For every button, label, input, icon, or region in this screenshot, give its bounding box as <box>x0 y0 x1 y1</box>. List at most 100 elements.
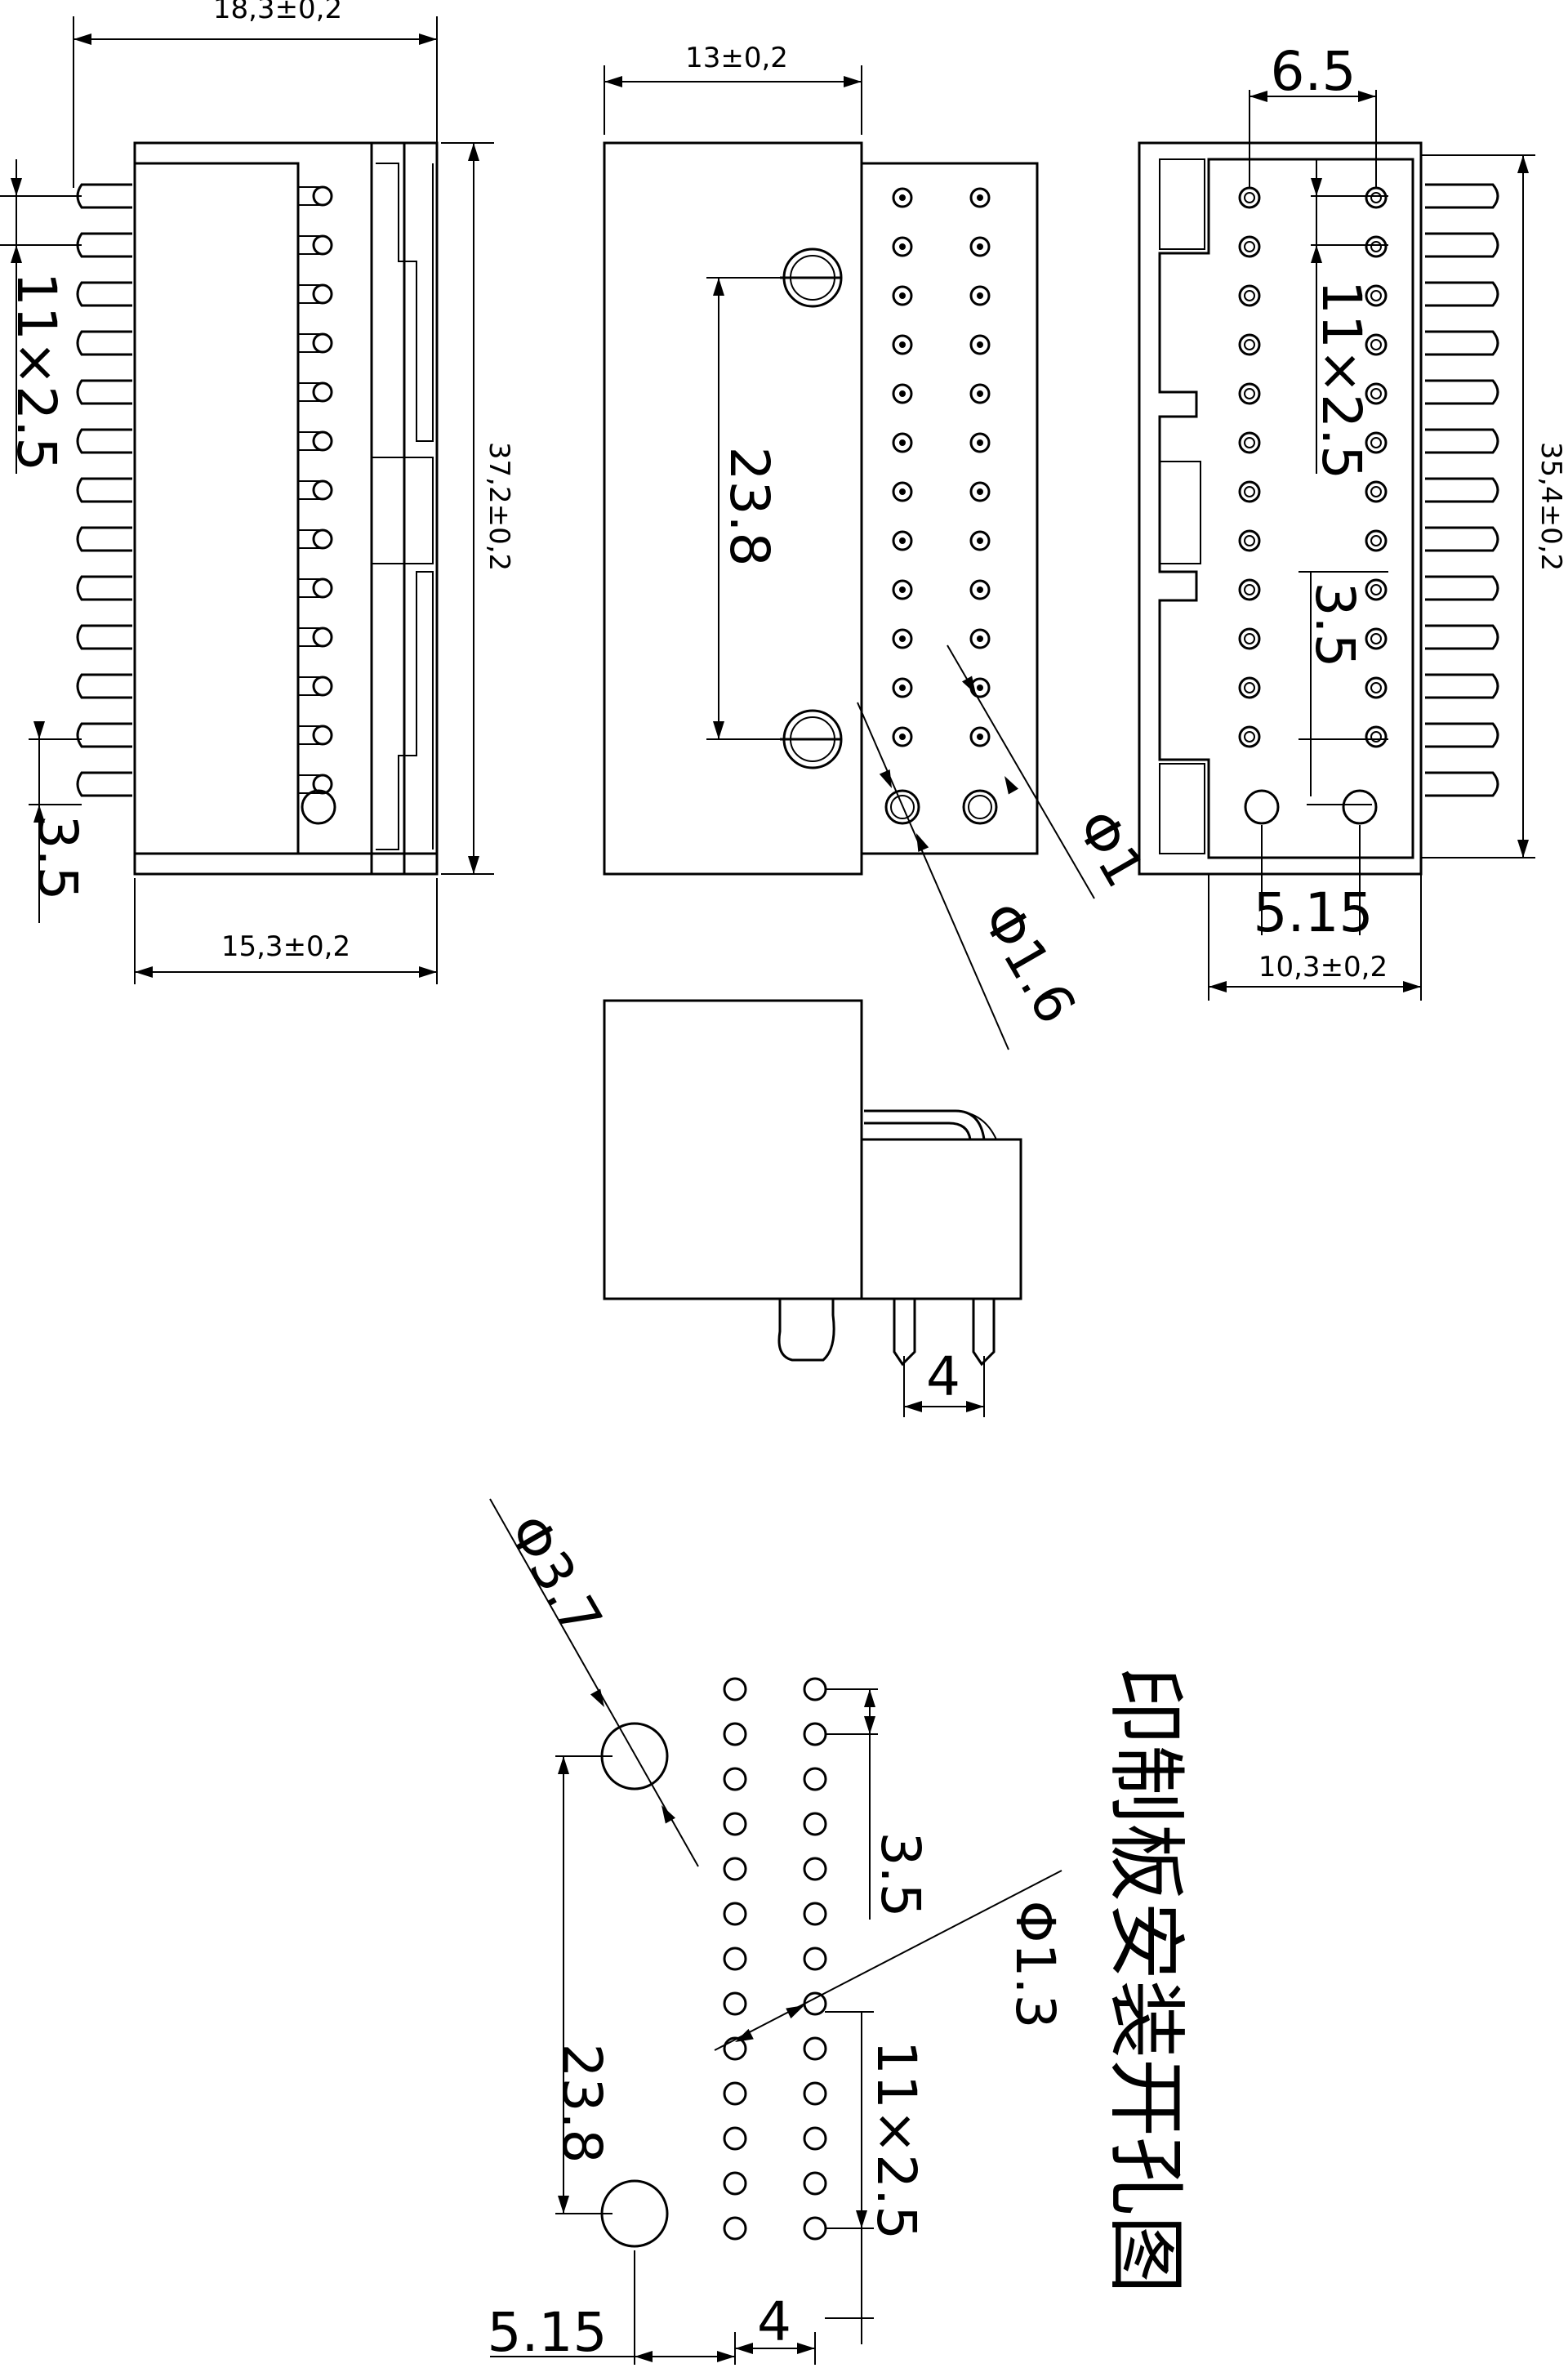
rear-pin <box>1425 575 1499 601</box>
dimension-arrow <box>419 966 437 978</box>
pin-left <box>76 428 132 454</box>
rear-hole <box>1238 578 1261 601</box>
pin-left <box>76 771 132 797</box>
large-hole-inner <box>968 795 992 819</box>
dim-right-offset: 3.5 <box>1303 582 1366 668</box>
dimension-arrow <box>864 1689 875 1707</box>
dim-mid-big-hole: Φ1.6 <box>969 892 1088 1034</box>
rear-pin <box>1425 477 1499 503</box>
pcb-hole-right <box>803 2171 827 2196</box>
rear-hole <box>1238 725 1261 748</box>
pcb-hole-right <box>803 1902 827 1926</box>
rear-hole-inner <box>1370 437 1382 448</box>
pcb-hole-left <box>723 1677 747 1701</box>
pcb-hole-left <box>723 1722 747 1746</box>
rear-hole <box>1365 235 1388 258</box>
rear-hole <box>1238 284 1261 307</box>
dim-pcb-spacing: 5.15 <box>488 2301 608 2364</box>
dim-left-offset: 3.5 <box>26 815 89 901</box>
pin-hole <box>892 677 913 698</box>
dim-mid-mount-span: 23.8 <box>718 447 781 567</box>
rear-large-hole <box>1244 789 1280 825</box>
pin-hole <box>892 383 913 404</box>
dim-pcb-pitch: 11×2.5 <box>865 2040 928 2240</box>
rear-pin <box>1425 281 1499 307</box>
dimension-arrow <box>135 966 153 978</box>
pin-hole <box>969 481 991 502</box>
pcb-hole-right <box>803 1767 827 1791</box>
dim-right-row-span: 6.5 <box>1271 40 1356 103</box>
rear-hole-inner <box>1370 290 1382 301</box>
pin-hole-center <box>977 390 983 397</box>
top-view <box>603 65 1095 1050</box>
rear-hole <box>1238 529 1261 552</box>
rear-hole <box>1238 382 1261 405</box>
pin-hole <box>969 236 991 257</box>
pin-left <box>76 281 132 307</box>
pcb-hole-right <box>803 2126 827 2151</box>
pin-left <box>76 183 132 209</box>
pin-hole-center <box>899 635 906 642</box>
pcb-hole-left <box>723 1991 747 2016</box>
pin-hole-center <box>899 341 906 348</box>
dimension-arrow <box>1004 776 1019 795</box>
pcb-hole-right <box>803 2216 827 2241</box>
pin-tip-right <box>312 332 333 354</box>
corner-block <box>1159 158 1205 250</box>
outline-line <box>489 1498 699 1867</box>
rear-hole <box>1365 186 1388 209</box>
pin-left <box>76 722 132 748</box>
pin-tip-right <box>312 283 333 305</box>
pin-left <box>76 232 132 258</box>
dim-left-bottom-width: 15,3±0,2 <box>221 930 350 963</box>
pin-left <box>76 624 132 650</box>
side-view <box>603 999 1022 1417</box>
dim-left-height: 37,2±0,2 <box>483 442 515 571</box>
dimension-arrow <box>916 833 929 852</box>
dimension-arrow <box>1250 91 1267 102</box>
pin-field-outline <box>860 162 1039 855</box>
dimension-arrow <box>966 1401 984 1412</box>
pin-tip-right <box>312 528 333 550</box>
pin-hole-center <box>977 194 983 201</box>
dim-side-pin-pitch: 4 <box>926 1345 960 1408</box>
pin-hole-center <box>977 439 983 446</box>
pcb-hole-left <box>723 2216 747 2241</box>
pcb-hole-left <box>723 1857 747 1881</box>
dimension-arrow <box>713 278 724 296</box>
dim-mid-small-hole: Φ1 <box>1064 800 1157 898</box>
bent-pin <box>864 1122 972 1140</box>
pin-hole-center <box>899 734 906 740</box>
polarizing-pin <box>301 789 336 825</box>
dimension-arrow <box>1311 245 1322 263</box>
pcb-hole-left <box>723 2036 747 2061</box>
dim-top-left-width: 18,3±0,2 <box>213 0 342 25</box>
pin-tip-right <box>312 676 333 697</box>
rear-pin <box>1425 722 1499 748</box>
connector-body-outline <box>133 141 439 876</box>
rear-pin <box>1425 526 1499 552</box>
dimension-arrow <box>786 2005 804 2019</box>
dimension-arrow <box>558 2196 569 2214</box>
rear-pin <box>1425 183 1499 209</box>
rear-pin <box>1425 624 1499 650</box>
dimension-arrow <box>844 76 862 87</box>
pcb-hole-left <box>723 2171 747 2196</box>
rear-pin <box>1425 673 1499 699</box>
pin-hole-center <box>899 537 906 544</box>
side-pin-block <box>860 1138 1022 1300</box>
pin-hole-center <box>977 635 983 642</box>
pcb-hole-right <box>803 2036 827 2061</box>
rear-hole-inner <box>1244 633 1255 644</box>
rear-hole-inner <box>1244 682 1255 693</box>
dim-right-spacing: 5.15 <box>1254 881 1374 944</box>
front-view <box>0 16 494 984</box>
dim-pcb-mount-hole: Φ3.7 <box>496 1505 614 1647</box>
corner-block <box>1159 763 1205 854</box>
latch-groove <box>376 163 434 442</box>
rear-hole <box>1365 627 1388 650</box>
pcb-hole-right <box>803 1722 827 1746</box>
rear-hole-inner <box>1370 192 1382 203</box>
dimension-arrow <box>635 2351 653 2362</box>
dimension-arrow <box>1403 981 1421 992</box>
